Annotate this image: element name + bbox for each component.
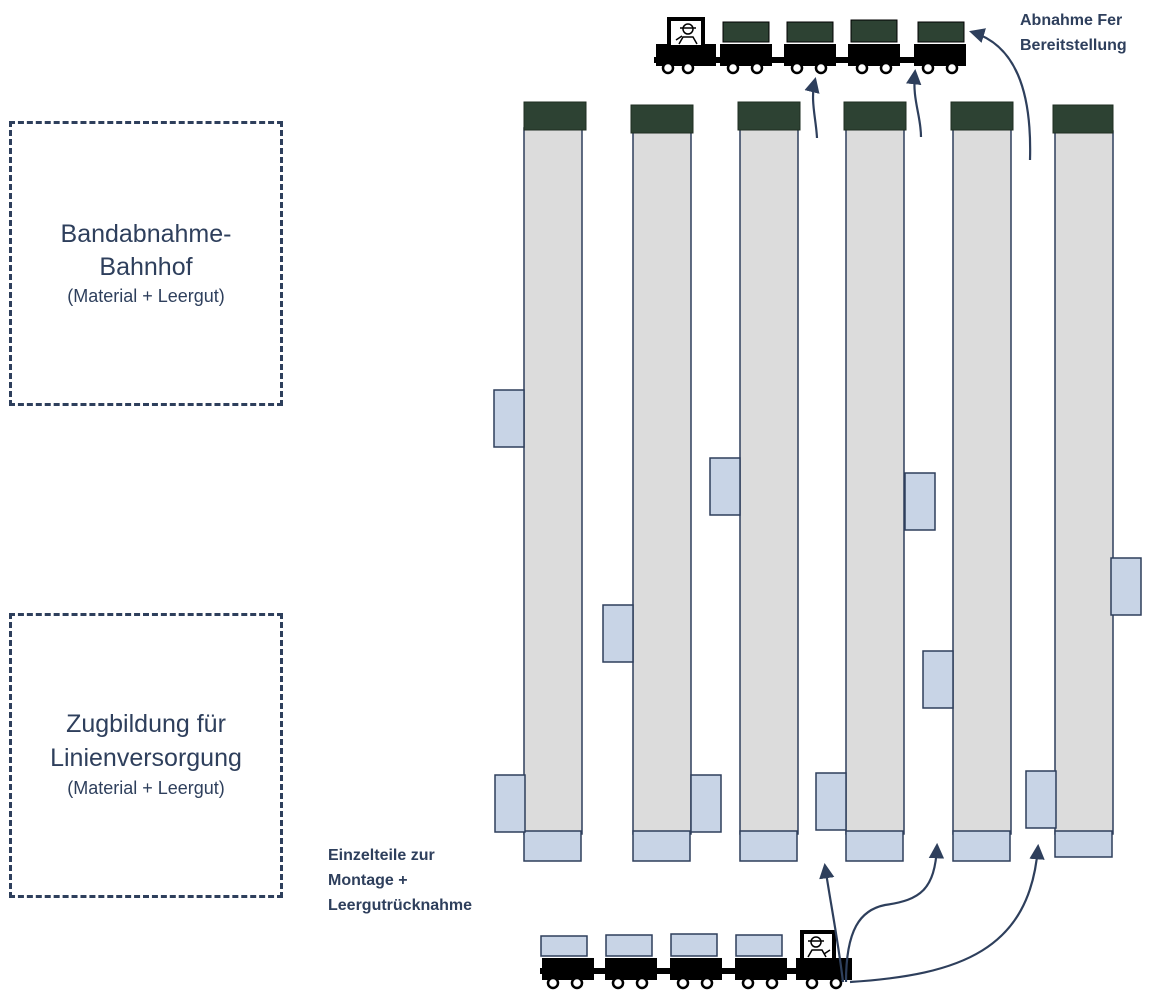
lane-end-containers <box>523 830 1113 862</box>
parts-container <box>845 830 904 862</box>
parts-container <box>1054 830 1113 858</box>
assembly-lane <box>952 127 1012 835</box>
finished-goods-container <box>843 101 907 131</box>
assembly-lanes <box>523 127 1114 835</box>
wheel-icon <box>546 976 843 990</box>
parts-container <box>952 830 1011 862</box>
pickup-train <box>654 17 966 75</box>
side-container <box>815 772 847 831</box>
pickup-label-line1: Abnahme Fer <box>1020 12 1123 29</box>
train-locomotive-icon <box>796 930 852 980</box>
supply-train <box>540 930 852 990</box>
arrows-pickup <box>804 28 1032 161</box>
side-container <box>494 774 526 833</box>
arrow-icon <box>804 77 820 139</box>
station-title-line2: Bahnhof <box>99 253 193 281</box>
assembly-lane <box>1054 130 1114 835</box>
parts-container <box>540 935 588 957</box>
parts-container <box>632 830 691 862</box>
supply-label-line2: Montage + <box>328 872 408 889</box>
arrow-icon <box>906 68 923 138</box>
side-container <box>1025 770 1057 829</box>
station-title-line1: Bandabnahme- <box>60 220 232 248</box>
finished-goods-container <box>917 21 965 43</box>
finished-goods-container <box>737 101 801 131</box>
station-subtitle: (Material + Leergut) <box>67 286 225 306</box>
assembly-lane <box>632 130 692 835</box>
assembly-lane <box>523 127 583 835</box>
arrow-icon <box>819 862 845 983</box>
parts-container <box>739 830 798 862</box>
finished-goods-container <box>523 101 587 131</box>
finished-goods-container <box>850 19 898 43</box>
finished-goods-container <box>950 101 1014 131</box>
finished-goods-container <box>630 104 694 134</box>
driver-icon <box>807 936 831 958</box>
finished-goods-container <box>1052 104 1114 134</box>
assembly-lane <box>845 127 905 835</box>
assembly-lane <box>739 127 799 835</box>
arrow-icon <box>849 843 1045 984</box>
arrow-icon <box>844 842 945 983</box>
side-container <box>602 604 634 663</box>
parts-container <box>735 934 783 957</box>
side-container <box>709 457 741 516</box>
side-container <box>690 774 722 833</box>
side-container <box>1110 557 1142 616</box>
wheel-icon <box>661 61 959 75</box>
supply-label-line1: Einzelteile zur <box>328 847 435 864</box>
supply-label-line3: Leergutrücknahme <box>328 897 473 914</box>
station-title-line1: Zugbildung für <box>66 710 226 738</box>
station-box-band-pickup: Bandabnahme- Bahnhof (Material + Leergut… <box>9 121 283 406</box>
station-title-line2: Linienversorgung <box>50 744 242 772</box>
parts-container <box>523 830 582 862</box>
side-containers <box>493 389 1142 833</box>
finished-goods-container <box>722 21 770 43</box>
parts-container <box>605 934 653 957</box>
parts-container <box>670 933 718 957</box>
station-subtitle: (Material + Leergut) <box>67 778 225 798</box>
finished-goods-container <box>786 21 834 43</box>
side-container <box>493 389 525 448</box>
pickup-label-line2: Bereitstellung <box>1020 37 1127 54</box>
side-container <box>904 472 936 531</box>
station-box-train-formation: Zugbildung für Linienversorgung (Materia… <box>9 613 283 898</box>
finished-goods-containers <box>523 101 1114 134</box>
arrow-icon <box>969 28 1032 161</box>
arrows-supply <box>819 842 1045 984</box>
driver-icon <box>675 23 698 45</box>
side-container <box>922 650 954 709</box>
